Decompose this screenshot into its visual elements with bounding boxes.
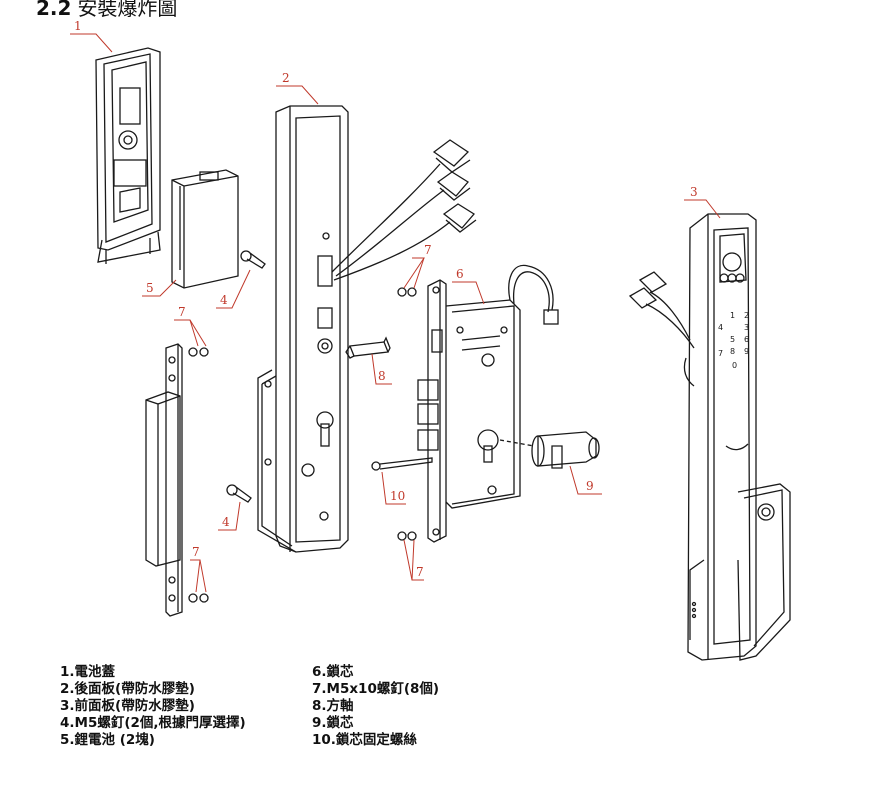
svg-text:7: 7 xyxy=(424,243,432,257)
svg-text:6: 6 xyxy=(456,267,464,281)
legend-item: 2.後面板(帶防水膠墊) xyxy=(60,681,195,697)
legend-item: 5.鋰電池 (2塊) xyxy=(60,732,155,748)
keypad-digit: 6 xyxy=(744,335,749,344)
keypad-digit: 8 xyxy=(730,347,735,356)
lock-body-screws xyxy=(397,287,417,541)
legend-item: 6.鎖芯 xyxy=(312,664,354,680)
callout-8: 8 xyxy=(371,353,392,385)
keypad-digit: 0 xyxy=(732,361,737,370)
callout-5: 5 xyxy=(142,279,177,297)
keypad-digit: 3 xyxy=(744,323,749,332)
legend-item: 10.鎖芯固定螺絲 xyxy=(312,732,417,748)
cylinder-fixing-screw xyxy=(371,457,433,471)
keypad-digit: 4 xyxy=(718,323,723,332)
battery-pack xyxy=(171,169,239,289)
section-title: 安裝爆炸圖 xyxy=(77,0,178,20)
callout-7-lock-lower: 7 xyxy=(403,539,424,581)
callout-4-upper: 4 xyxy=(216,269,251,309)
callout-4-lower: 4 xyxy=(218,501,241,531)
callout-9: 9 xyxy=(569,465,602,495)
svg-text:7: 7 xyxy=(416,565,424,579)
legend-item: 3.前面板(帶防水膠墊) xyxy=(60,698,195,714)
svg-text:4: 4 xyxy=(222,515,230,529)
keypad-digit: 2 xyxy=(744,311,749,320)
screw-m5-upper xyxy=(240,250,266,269)
legend-item: 1.電池蓋 xyxy=(60,664,116,680)
legend-item: 8.方軸 xyxy=(312,698,354,714)
svg-text:10: 10 xyxy=(390,489,405,503)
keypad: 1 2 4 3 5 6 7 8 9 0 xyxy=(718,311,749,370)
legend-left: 1.電池蓋 2.後面板(帶防水膠墊) 3.前面板(帶防水膠墊) 4.M5螺釘(2… xyxy=(60,664,246,749)
rear-panel-cables xyxy=(331,139,477,281)
callout-6: 6 xyxy=(452,267,485,305)
callout-2: 2 xyxy=(276,71,319,105)
keypad-digit: 1 xyxy=(730,311,735,320)
legend-right: 6.鎖芯 7.M5x10螺釘(8個) 8.方軸 9.鎖芯 10.鎖芯固定螺絲 xyxy=(312,664,439,749)
section-number: 2.2 xyxy=(36,0,72,20)
callout-7-lock-upper: 7 xyxy=(403,243,432,289)
callout-3: 3 xyxy=(684,185,721,219)
svg-text:1: 1 xyxy=(74,19,82,33)
legend-item: 7.M5x10螺釘(8個) xyxy=(312,681,440,697)
rear-panel xyxy=(257,105,349,553)
svg-text:2: 2 xyxy=(282,71,290,85)
keypad-digit: 5 xyxy=(730,335,735,344)
svg-text:7: 7 xyxy=(192,545,200,559)
callout-7-strike-lower: 7 xyxy=(190,545,207,593)
screw-m5-lower xyxy=(226,484,252,503)
svg-text:4: 4 xyxy=(220,293,228,307)
svg-text:3: 3 xyxy=(690,185,698,199)
front-panel xyxy=(628,213,791,661)
legend-item: 4.M5螺釘(2個,根據門厚選擇) xyxy=(60,715,246,731)
callout-10: 10 xyxy=(381,471,406,505)
callout-1: 1 xyxy=(70,19,113,53)
mortise-lock-body xyxy=(417,264,559,543)
callout-7-strike-upper: 7 xyxy=(174,305,207,347)
svg-text:5: 5 xyxy=(146,281,154,295)
strike-plate-screws xyxy=(188,347,209,603)
svg-text:7: 7 xyxy=(178,305,186,319)
battery-cover xyxy=(95,47,161,264)
legend-item: 9.鎖芯 xyxy=(312,715,354,731)
keypad-digit: 7 xyxy=(718,349,723,358)
lock-cylinder xyxy=(499,431,600,469)
keypad-digit: 9 xyxy=(744,347,749,356)
square-spindle xyxy=(345,336,391,359)
svg-text:9: 9 xyxy=(586,479,594,493)
strike-plate xyxy=(145,343,183,617)
svg-text:8: 8 xyxy=(378,369,386,383)
